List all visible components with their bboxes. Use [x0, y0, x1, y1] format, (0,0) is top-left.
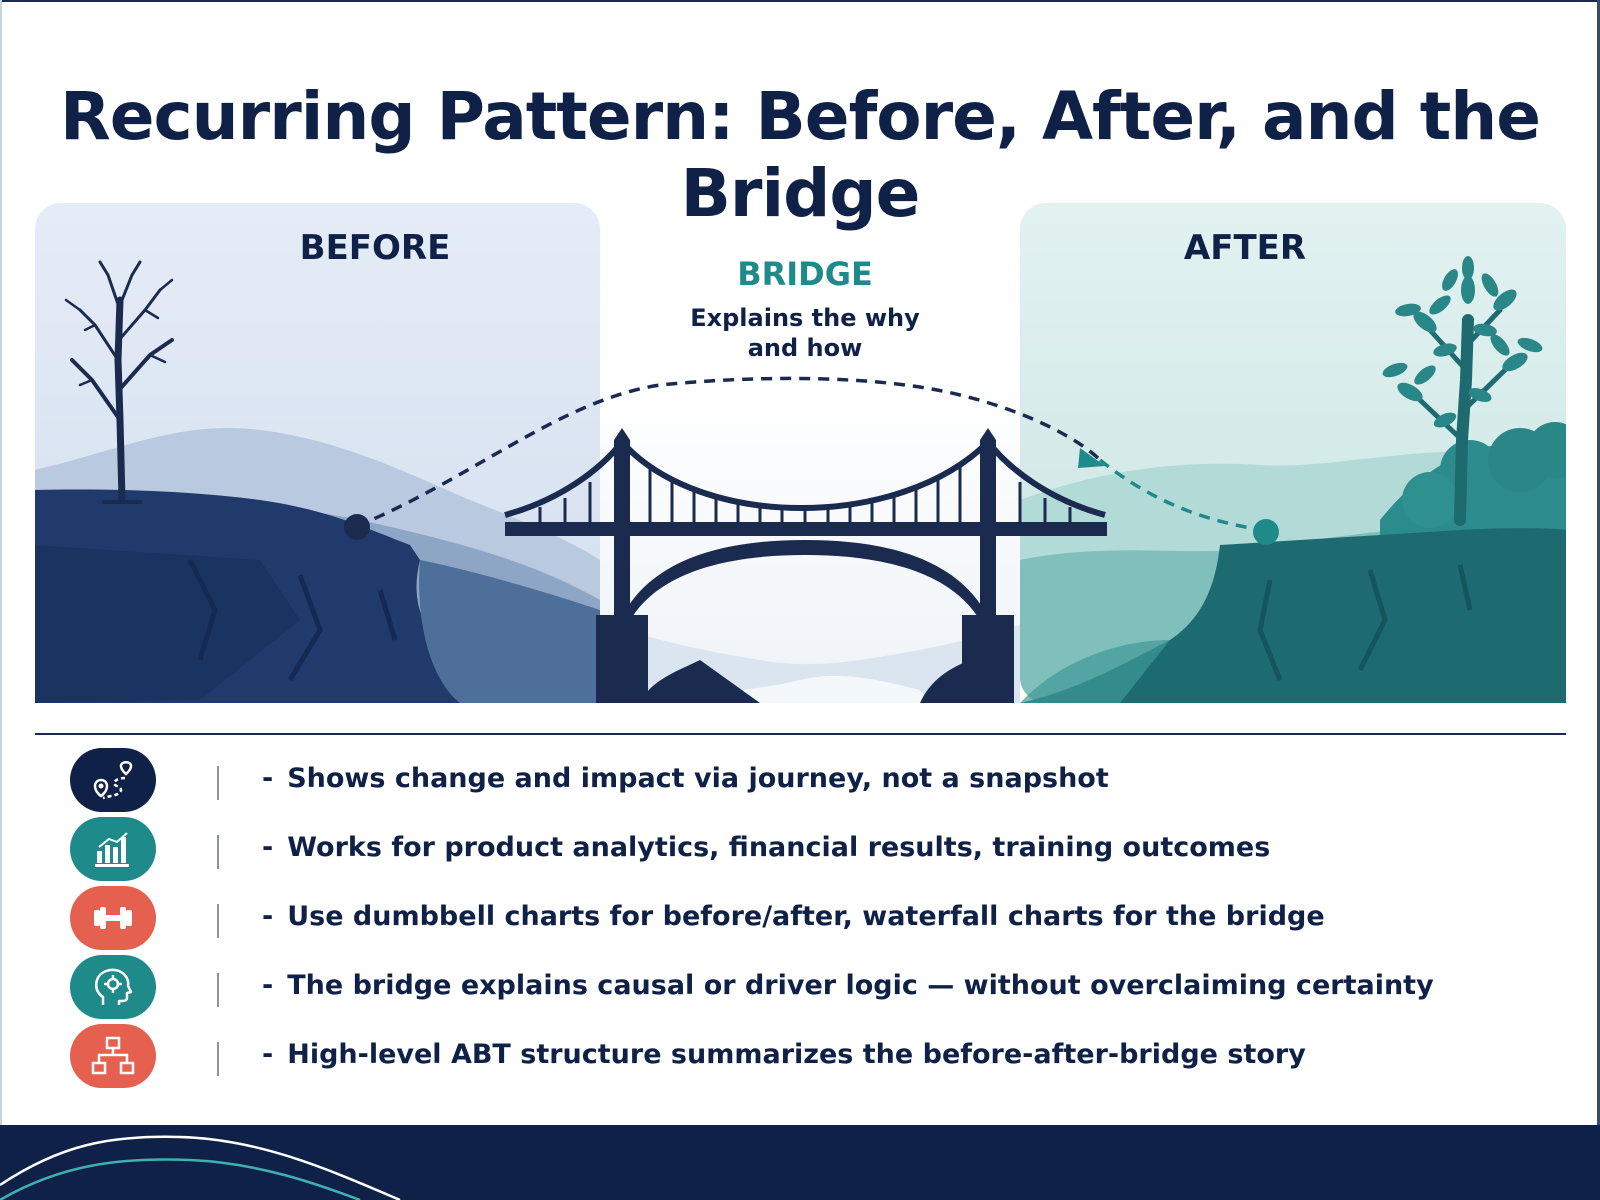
item-separator [217, 1042, 219, 1076]
end-point-icon [1253, 519, 1279, 545]
bridge-description-line2: and how [747, 334, 863, 362]
arrow-head-icon [1078, 448, 1105, 468]
hierarchy-icon [70, 1024, 156, 1088]
before-panel [35, 203, 600, 703]
list-item-text: -The bridge explains causal or driver lo… [262, 970, 1434, 1001]
bullet-marker: - [262, 1039, 274, 1070]
bullet-marker: - [262, 832, 274, 863]
bridge-label: BRIDGE [737, 255, 873, 293]
item-separator [217, 835, 219, 869]
list-item: -Works for product analytics, financial … [0, 817, 1600, 885]
list-item-text: -Shows change and impact via journey, no… [262, 763, 1109, 794]
list-item: -The bridge explains causal or driver lo… [0, 955, 1600, 1023]
suspension-bridge-icon [504, 428, 1107, 703]
bar-chart-icon [70, 817, 156, 881]
list-item: -High-level ABT structure summarizes the… [0, 1024, 1600, 1092]
after-label: AFTER [1183, 228, 1307, 268]
item-separator [217, 973, 219, 1007]
list-item-text: -High-level ABT structure summarizes the… [262, 1039, 1306, 1070]
leafy-tree-icon [1382, 256, 1543, 526]
list-item-text: -Works for product analytics, financial … [262, 832, 1270, 863]
item-label: Use dumbbell charts for before/after, wa… [287, 901, 1325, 932]
bare-tree-icon [64, 260, 174, 504]
dumbbell-icon [70, 886, 156, 950]
item-label: Works for product analytics, financial r… [287, 832, 1271, 863]
journey-arc [356, 376, 1102, 528]
bridge-panel [600, 380, 1020, 703]
head-gear-icon [70, 955, 156, 1019]
list-item: -Shows change and impact via journey, no… [0, 748, 1600, 816]
after-landscape [1020, 422, 1566, 703]
item-label: Shows change and impact via journey, not… [287, 763, 1109, 794]
bridge-description-line1: Explains the why [690, 304, 920, 332]
item-label: High-level ABT structure summarizes the … [287, 1039, 1306, 1070]
right-border [1597, 0, 1600, 1130]
after-panel [1020, 203, 1566, 703]
item-label: The bridge explains causal or driver log… [287, 970, 1434, 1001]
left-border [0, 0, 2, 1130]
footer-wave-decoration [0, 1135, 401, 1200]
item-separator [217, 766, 219, 800]
before-label: BEFORE [299, 228, 451, 268]
page-title: Recurring Pattern: Before, After, and th… [59, 78, 1541, 232]
bullet-marker: - [262, 970, 274, 1001]
start-point-icon [344, 514, 370, 540]
before-cliff [35, 489, 600, 703]
list-item-text: -Use dumbbell charts for before/after, w… [262, 901, 1325, 932]
footer-band [0, 1125, 1600, 1200]
journey-path-icon [70, 748, 156, 812]
bullet-marker: - [262, 901, 274, 932]
bridge-description: Explains the why and how [670, 303, 940, 363]
before-landscape [35, 428, 600, 703]
list-item: -Use dumbbell charts for before/after, w… [0, 886, 1600, 954]
item-separator [217, 904, 219, 938]
top-border [0, 0, 1600, 2]
bullet-marker: - [262, 763, 274, 794]
after-cliff [1020, 528, 1566, 703]
section-divider [35, 733, 1566, 735]
